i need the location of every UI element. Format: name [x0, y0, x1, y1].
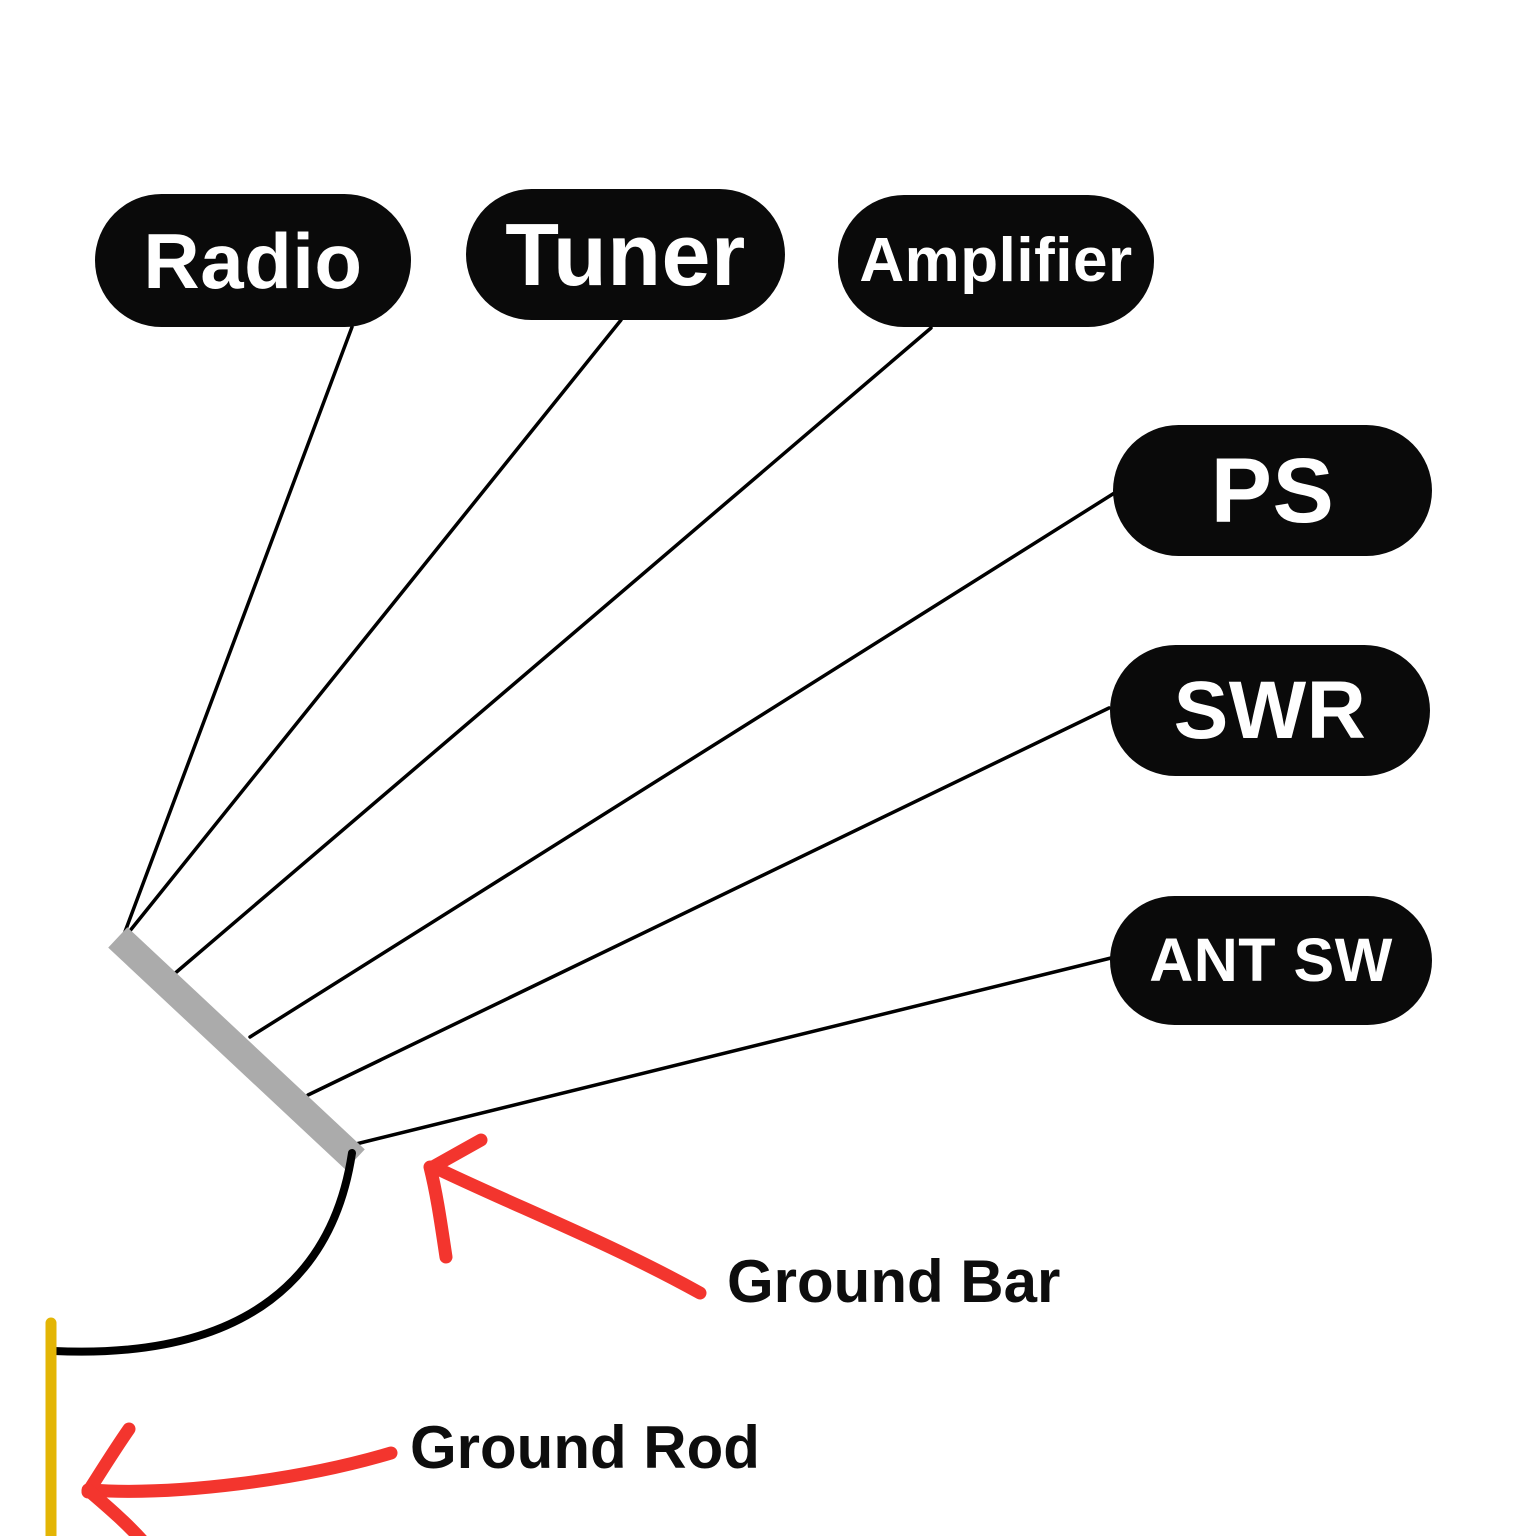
node-label-antsw: ANT SW	[1149, 926, 1393, 994]
node-pill-ps: PS	[1113, 425, 1432, 556]
node-pill-swr: SWR	[1110, 645, 1430, 776]
connector-line-swr	[306, 706, 1111, 1097]
connector-line-antsw	[354, 956, 1113, 1146]
node-pill-amplifier: Amplifier	[838, 195, 1154, 327]
ground-rod-label: Ground Rod	[410, 1414, 760, 1481]
ground-bar-shape	[108, 927, 365, 1170]
connector-line-amplifier	[171, 326, 933, 977]
node-label-radio: Radio	[143, 216, 363, 305]
node-label-amplifier: Amplifier	[859, 226, 1133, 295]
node-label-ps: PS	[1210, 439, 1335, 542]
ground-bar-label: Ground Bar	[727, 1248, 1061, 1315]
node-pill-radio: Radio	[95, 194, 411, 327]
connector-line-ps	[248, 490, 1118, 1039]
connector-line-tuner	[127, 318, 623, 934]
ground-bar-arrow	[423, 1133, 707, 1300]
node-pill-tuner: Tuner	[466, 189, 785, 320]
connector-line-radio	[121, 325, 354, 939]
node-pill-antsw: ANT SW	[1110, 896, 1432, 1025]
node-label-swr: SWR	[1173, 664, 1367, 756]
ground-curve	[50, 1149, 356, 1356]
node-label-tuner: Tuner	[505, 204, 746, 304]
ground-rod-arrow	[81, 1422, 398, 1536]
